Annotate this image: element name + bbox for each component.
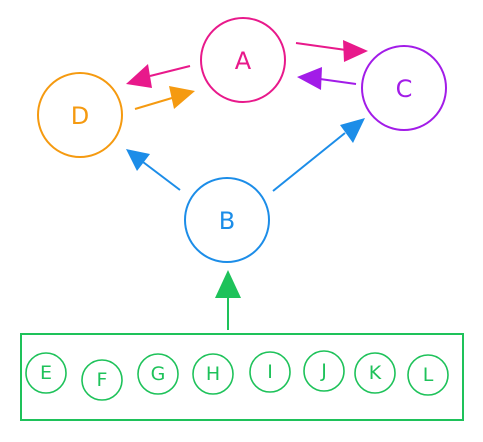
- edge-a-to-d: [126, 64, 191, 88]
- group-item-l[interactable]: L: [407, 354, 449, 396]
- edge-b-to-c: [272, 118, 365, 192]
- group-item-i-label: I: [267, 361, 273, 383]
- group-item-j-label: J: [320, 360, 327, 382]
- node-d[interactable]: D: [37, 72, 123, 158]
- edge-b-to-d: [126, 149, 181, 191]
- group-item-g-label: G: [151, 363, 166, 385]
- node-d-circle: [37, 72, 123, 158]
- group-item-e-label: E: [40, 362, 52, 384]
- arrowhead-group-to-b: [215, 270, 241, 298]
- group-item-k[interactable]: K: [354, 352, 396, 394]
- group-box: [20, 333, 464, 421]
- arrowhead-b-to-d: [126, 149, 150, 171]
- group-item-e[interactable]: E: [25, 352, 67, 394]
- node-c-circle: [361, 45, 447, 131]
- group-item-f-label: F: [97, 369, 108, 391]
- node-d-label: D: [71, 102, 89, 130]
- arrowhead-d-to-a: [169, 86, 195, 109]
- edge-group-to-b: [215, 270, 241, 330]
- group-item-f[interactable]: F: [81, 359, 123, 401]
- node-a[interactable]: A: [200, 17, 286, 103]
- arrowhead-a-to-c: [343, 40, 368, 62]
- edge-a-to-c: [295, 40, 368, 62]
- group-item-h-label: H: [206, 363, 220, 385]
- group-item-g[interactable]: G: [137, 353, 179, 395]
- node-c-label: C: [396, 75, 413, 103]
- group-item-k-label: K: [369, 362, 382, 384]
- node-a-label: A: [235, 47, 252, 75]
- group-item-i[interactable]: I: [249, 351, 291, 393]
- node-b-circle: [184, 177, 270, 263]
- node-b-label: B: [219, 207, 235, 235]
- group-item-j[interactable]: J: [303, 350, 345, 392]
- group-item-l-label: L: [423, 364, 434, 386]
- edge-d-to-a: [134, 86, 195, 110]
- node-b[interactable]: B: [184, 177, 270, 263]
- edge-c-to-a: [297, 67, 357, 90]
- arrowhead-b-to-c: [340, 118, 365, 143]
- arrowhead-c-to-a: [297, 67, 322, 90]
- node-a-circle: [200, 17, 286, 103]
- arrowhead-a-to-d: [126, 64, 152, 88]
- group-item-h[interactable]: H: [192, 353, 234, 395]
- node-c[interactable]: C: [361, 45, 447, 131]
